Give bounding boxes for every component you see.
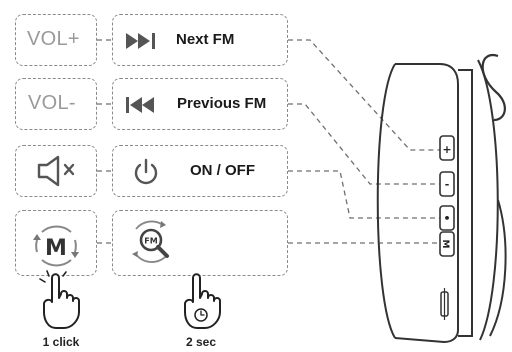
connector-lines: [97, 39, 440, 244]
device-m-label: M: [440, 240, 450, 249]
previous-fm-box: Previous FM: [112, 78, 288, 130]
device-plus-label: +: [442, 143, 451, 156]
two-sec-caption: 2 sec: [186, 335, 216, 349]
previous-fm-label: Previous FM: [177, 95, 267, 112]
power-icon: [134, 158, 158, 185]
headphone-earcup: [376, 53, 507, 344]
device-minus-label: -: [445, 178, 450, 191]
m-button-cycle-icon: M: [33, 225, 79, 267]
svg-text:FM: FM: [144, 237, 157, 246]
fast-forward-icon: [126, 33, 155, 49]
vol-up-box: VOL+: [15, 14, 97, 66]
vol-up-label: VOL+: [27, 28, 80, 50]
vol-down-box: VOL-: [15, 78, 97, 130]
rewind-icon: [126, 97, 154, 113]
vol-down-label: VOL-: [28, 92, 76, 114]
one-click-caption: 1 click: [43, 335, 80, 349]
device-m-button: [439, 231, 455, 257]
svg-text:M: M: [45, 236, 67, 261]
mute-box: [15, 145, 97, 197]
device-dot-label: •: [443, 212, 450, 225]
next-fm-box: Next FM: [112, 14, 288, 66]
hand-click-icon: [39, 270, 80, 329]
fm-search-icon: FM: [132, 220, 169, 263]
on-off-box: ON / OFF: [112, 145, 288, 197]
on-off-label: ON / OFF: [190, 162, 255, 179]
device-power-button: [439, 205, 455, 231]
next-fm-label: Next FM: [176, 31, 235, 48]
hand-hold-icon: [184, 273, 221, 329]
device-buttons: + - • M: [439, 135, 455, 320]
device-plus-button: [439, 135, 455, 161]
speaker-mute-icon: [37, 155, 75, 187]
device-minus-button: [439, 171, 455, 197]
